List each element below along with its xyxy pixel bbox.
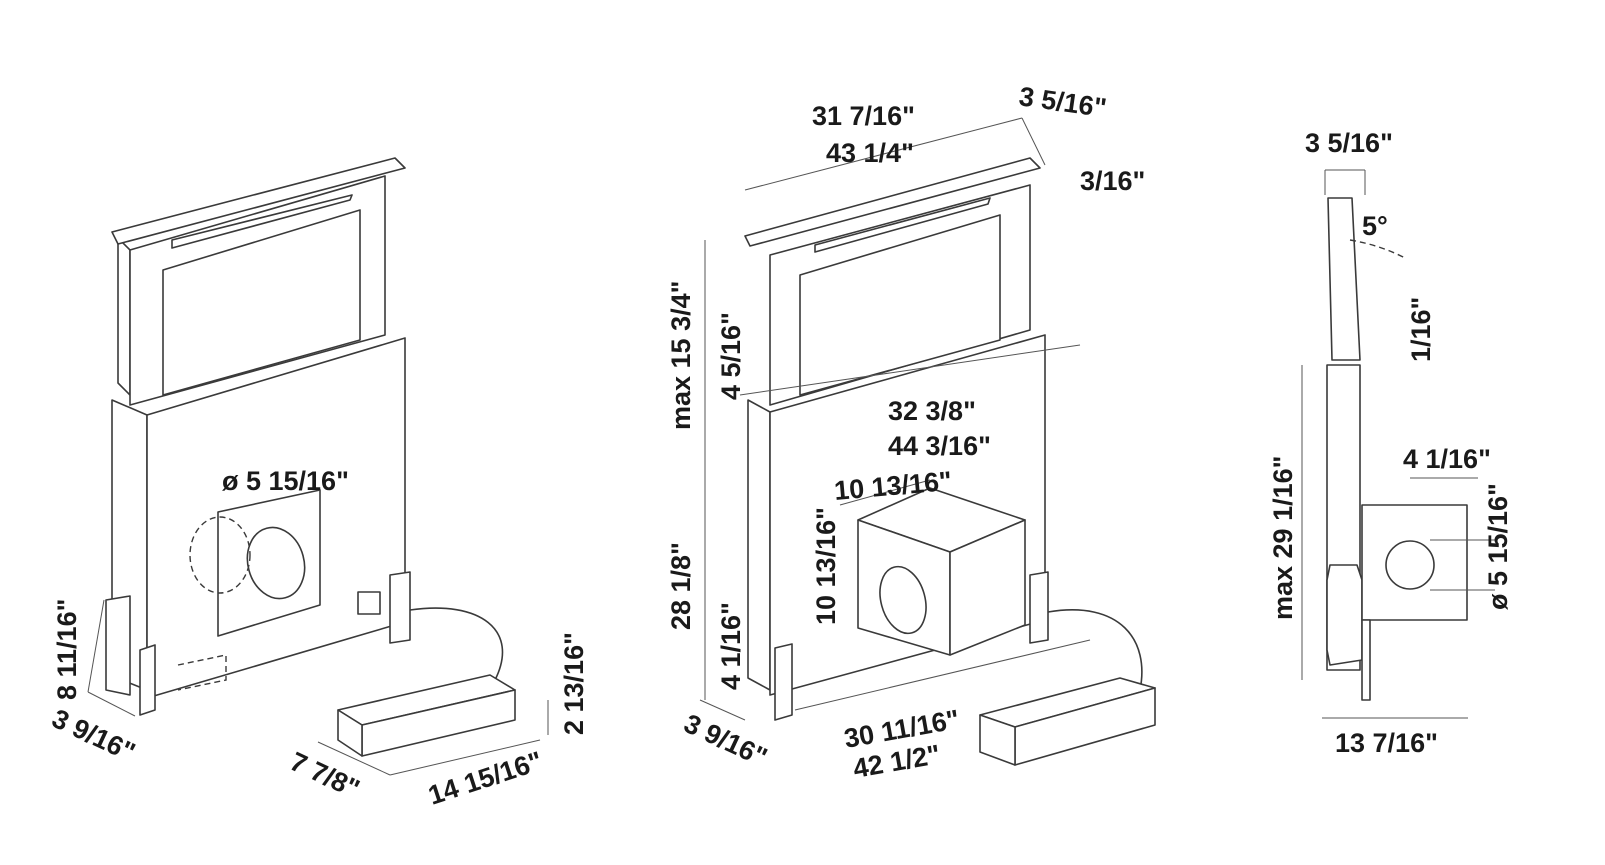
left-duct-diameter-label: ø 5 15/16" — [222, 466, 349, 496]
top-cap — [744, 157, 1041, 247]
center-top-depth-label: 3 5/16" — [1017, 81, 1108, 123]
glass-panel — [799, 214, 1001, 396]
cable — [1047, 609, 1143, 691]
duct-outlet — [246, 526, 306, 600]
left-foot-depth-label: 3 9/16" — [47, 703, 139, 767]
alt-duct-outlet — [189, 516, 251, 594]
center-box-height-label: 10 13/16" — [811, 507, 841, 625]
center-foot-height-label: 4 1/16" — [716, 602, 746, 690]
right-total-depth-label: 13 7/16" — [1335, 728, 1438, 758]
right-duct-offset-label: 4 1/16" — [1403, 444, 1491, 474]
center-max-rise-label: max 15 3/4" — [666, 281, 696, 430]
left-motor-width-label: 14 15/16" — [425, 746, 546, 811]
right-tilt-angle-label: 5° — [1362, 211, 1388, 241]
tilt-arc — [1349, 239, 1406, 259]
cable — [409, 607, 504, 681]
right-tilt-offset-label: 1/16" — [1406, 297, 1436, 362]
center-foot-depth-label: 3 9/16" — [679, 708, 771, 772]
center-top-width-b-label: 43 1/4" — [826, 138, 914, 168]
left-motor-depth-label: 7 7/8" — [285, 746, 364, 804]
duct-outlet — [1385, 540, 1435, 590]
left-motor-height-label: 2 13/16" — [559, 632, 589, 735]
connector-box — [357, 591, 381, 615]
center-view-drawing — [699, 117, 1156, 766]
center-body-height-label: 28 1/8" — [666, 542, 696, 630]
tilted-glass-profile — [1327, 197, 1361, 361]
top-cap — [111, 157, 406, 245]
center-top-lip-label: 3/16" — [1080, 166, 1145, 196]
right-duct-diameter-label: ø 5 15/16" — [1483, 483, 1513, 610]
duct-outlet — [879, 565, 927, 635]
right-max-height-label: max 29 1/16" — [1268, 456, 1298, 620]
left-foot-height-label: 8 11/16" — [52, 599, 82, 700]
right-view-drawing — [1301, 169, 1495, 719]
center-body-width-a-label: 32 3/8" — [888, 396, 976, 426]
center-rise-offset-label: 4 5/16" — [716, 312, 746, 400]
right-top-depth-label: 3 5/16" — [1305, 128, 1393, 158]
center-body-width-b-label: 44 3/16" — [888, 431, 991, 461]
center-top-width-a-label: 31 7/16" — [812, 101, 915, 131]
glass-panel — [162, 209, 361, 396]
left-view-drawing — [87, 157, 549, 776]
